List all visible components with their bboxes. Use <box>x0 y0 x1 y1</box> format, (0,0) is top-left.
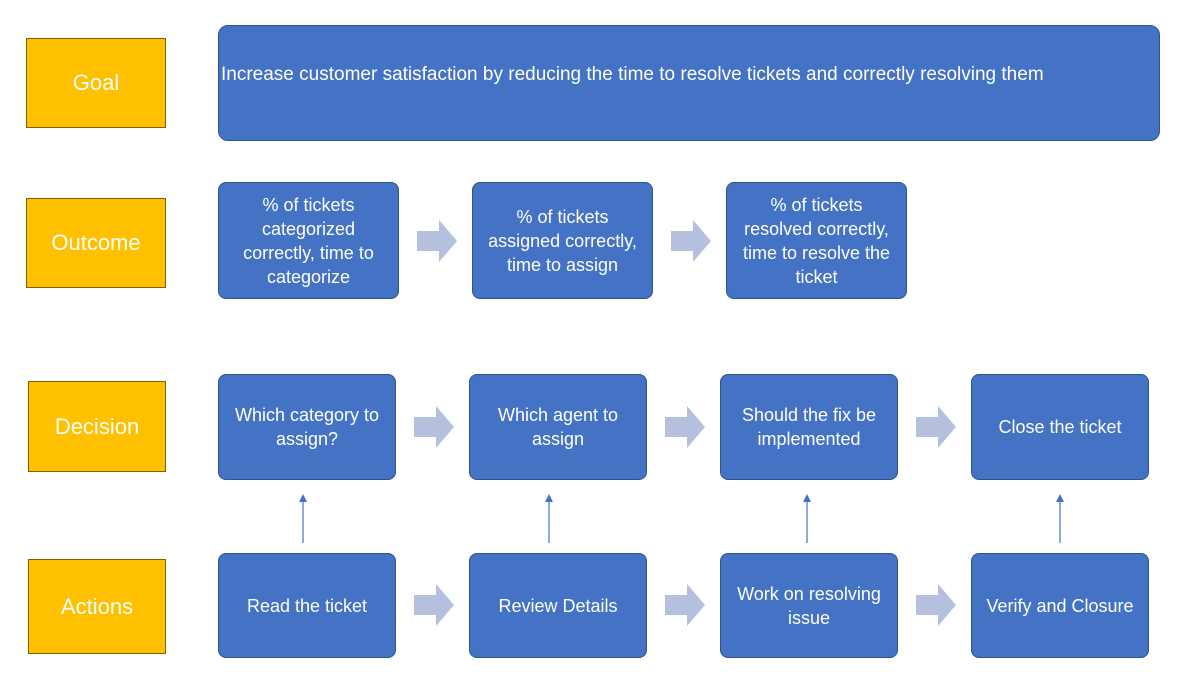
up-arrow-icon <box>1054 493 1066 543</box>
action-box-read: Read the ticket <box>218 553 396 658</box>
action-text: Work on resolving issue <box>737 583 881 628</box>
outcome-text: % of tickets categorized correctly, time… <box>243 194 374 287</box>
right-block-arrow-icon <box>414 584 454 626</box>
row-label-goal: Goal <box>26 38 166 128</box>
right-block-arrow-icon <box>665 406 705 448</box>
row-label-actions: Actions <box>28 559 166 654</box>
up-arrow-icon <box>543 493 555 543</box>
right-block-arrow-icon <box>916 584 956 626</box>
row-label-actions-text: Actions <box>60 593 134 619</box>
decision-text: Close the ticket <box>998 417 1122 437</box>
outcome-box-resolve: % of tickets resolved correctly, time to… <box>726 182 907 299</box>
outcome-text: % of tickets resolved correctly, time to… <box>742 194 891 287</box>
row-label-outcome-text: Outcome <box>51 230 141 255</box>
goal-text: Increase customer satisfaction by reduci… <box>221 64 1044 85</box>
decision-text: Should the fix be implemented <box>741 405 877 449</box>
action-text: Read the ticket <box>246 595 368 616</box>
decision-box-category: Which category to assign? <box>218 374 396 480</box>
action-box-work: Work on resolving issue <box>720 553 898 658</box>
action-text: Verify and Closure <box>986 595 1134 616</box>
row-label-goal-text: Goal <box>72 70 120 95</box>
decision-box-fix: Should the fix be implemented <box>720 374 898 480</box>
action-text: Review Details <box>498 595 618 616</box>
outcome-box-categorize: % of tickets categorized correctly, time… <box>218 182 399 299</box>
goal-box: Increase customer satisfaction by reduci… <box>218 25 1160 141</box>
decision-box-agent: Which agent to assign <box>469 374 647 480</box>
decision-box-close: Close the ticket <box>971 374 1149 480</box>
action-box-verify: Verify and Closure <box>971 553 1149 658</box>
outcome-text: % of tickets assigned correctly, time to… <box>488 206 637 275</box>
decision-text: Which category to assign? <box>234 405 380 449</box>
row-label-decision: Decision <box>28 381 166 472</box>
right-block-arrow-icon <box>414 406 454 448</box>
action-box-review: Review Details <box>469 553 647 658</box>
right-block-arrow-icon <box>916 406 956 448</box>
up-arrow-icon <box>801 493 813 543</box>
row-label-decision-text: Decision <box>54 413 140 439</box>
up-arrow-icon <box>297 493 309 543</box>
right-block-arrow-icon <box>417 220 457 262</box>
right-block-arrow-icon <box>671 220 711 262</box>
outcome-box-assign: % of tickets assigned correctly, time to… <box>472 182 653 299</box>
decision-text: Which agent to assign <box>497 405 619 449</box>
right-block-arrow-icon <box>665 584 705 626</box>
row-label-outcome: Outcome <box>26 198 166 288</box>
